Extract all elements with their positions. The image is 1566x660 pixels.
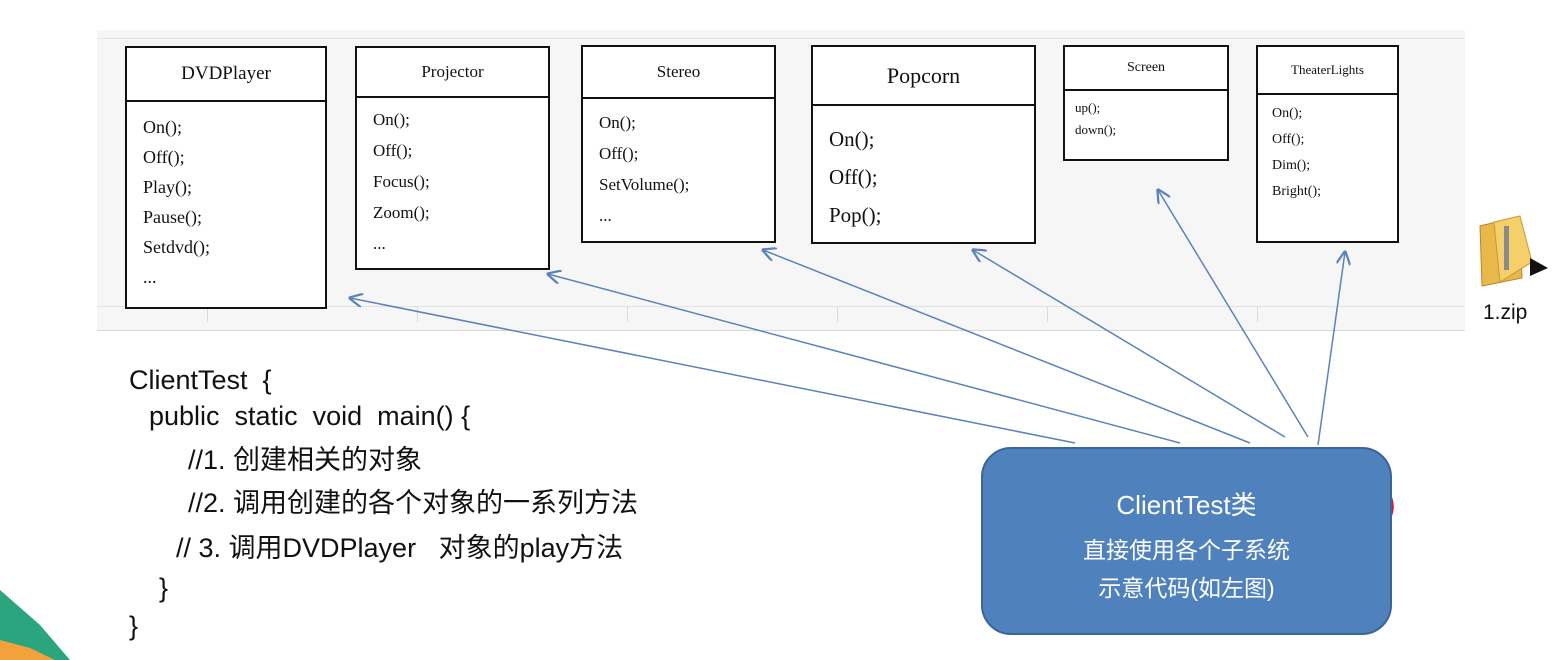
callout-line: 示意代码(如左图)	[1098, 575, 1275, 601]
class-popcorn: Popcorn On(); Off(); Pop();	[811, 45, 1036, 244]
method: Zoom();	[373, 203, 430, 222]
method: On();	[1272, 106, 1303, 121]
code-line-4: //2. 调用创建的各个对象的一系列方法	[188, 488, 639, 518]
method: down();	[1075, 122, 1117, 137]
class-name: TheaterLights	[1258, 47, 1397, 95]
method: On();	[599, 113, 636, 132]
class-name: Screen	[1065, 47, 1227, 91]
ruler-tick	[417, 306, 418, 322]
class-stereo: Stereo On(); Off(); SetVolume(); ...	[581, 45, 776, 243]
method: On();	[373, 110, 410, 129]
arrow-to-screen	[1158, 190, 1309, 438]
method: ...	[599, 206, 612, 225]
method: Off();	[599, 144, 639, 163]
code-line-3: //1. 创建相关的对象	[188, 445, 423, 475]
code-line-6: }	[159, 573, 169, 603]
code-line-2: public static void main() {	[149, 401, 471, 431]
zip-folder-icon[interactable]	[1479, 215, 1548, 287]
method: Play();	[143, 177, 192, 197]
arrow-to-theaterlights	[1317, 252, 1345, 446]
class-name: Projector	[357, 48, 548, 98]
class-name: Stereo	[583, 47, 774, 99]
arrow-to-projector	[548, 274, 1181, 444]
method: ...	[143, 267, 157, 287]
class-dvdplayer: DVDPlayer On(); Off(); Play(); Pause(); …	[125, 46, 327, 309]
corner-decoration	[0, 640, 55, 660]
method: Off();	[143, 147, 185, 167]
method: ...	[373, 234, 386, 253]
method: Pause();	[143, 207, 202, 227]
method: Dim();	[1272, 158, 1311, 173]
class-theaterlights: TheaterLights On(); Off(); Dim(); Bright…	[1256, 45, 1399, 243]
class-projector: Projector On(); Off(); Focus(); Zoom(); …	[355, 46, 550, 270]
clienttest-callout: ClientTest类 直接使用各个子系统 示意代码(如左图)	[981, 447, 1392, 635]
arrow-to-stereo	[763, 250, 1251, 444]
method: On();	[829, 127, 875, 151]
class-name: DVDPlayer	[127, 48, 325, 102]
arrow-to-dvdplayer	[350, 298, 1076, 444]
callout-line: 直接使用各个子系统	[1083, 537, 1290, 563]
corner-decoration	[0, 590, 70, 660]
ruler-line	[97, 306, 1465, 307]
method: Off();	[1272, 132, 1305, 147]
code-line-7: }	[129, 611, 139, 641]
ruler-line	[97, 38, 1465, 39]
arrow-to-popcorn	[973, 250, 1286, 438]
ruler-tick	[1257, 306, 1258, 322]
method: Off();	[373, 141, 413, 160]
ruler-tick	[837, 306, 838, 322]
ruler-tick	[1047, 306, 1048, 322]
method: Setdvd();	[143, 237, 210, 257]
method: up();	[1075, 100, 1101, 115]
callout-title: ClientTest类	[1116, 490, 1257, 520]
ruler-tick	[207, 306, 208, 322]
method: Focus();	[373, 172, 430, 191]
code-line-5: // 3. 调用DVDPlayer 对象的play方法	[176, 533, 624, 563]
method: Bright();	[1272, 184, 1321, 199]
method: SetVolume();	[599, 175, 690, 194]
method: Pop();	[829, 203, 882, 227]
class-screen: Screen up(); down();	[1063, 45, 1229, 161]
method: On();	[143, 117, 182, 137]
ruler-tick	[627, 306, 628, 322]
code-line-1: ClientTest {	[129, 365, 272, 395]
zip-file-label[interactable]: 1.zip	[1483, 301, 1528, 324]
method: Off();	[829, 165, 878, 189]
class-name: Popcorn	[813, 47, 1034, 106]
